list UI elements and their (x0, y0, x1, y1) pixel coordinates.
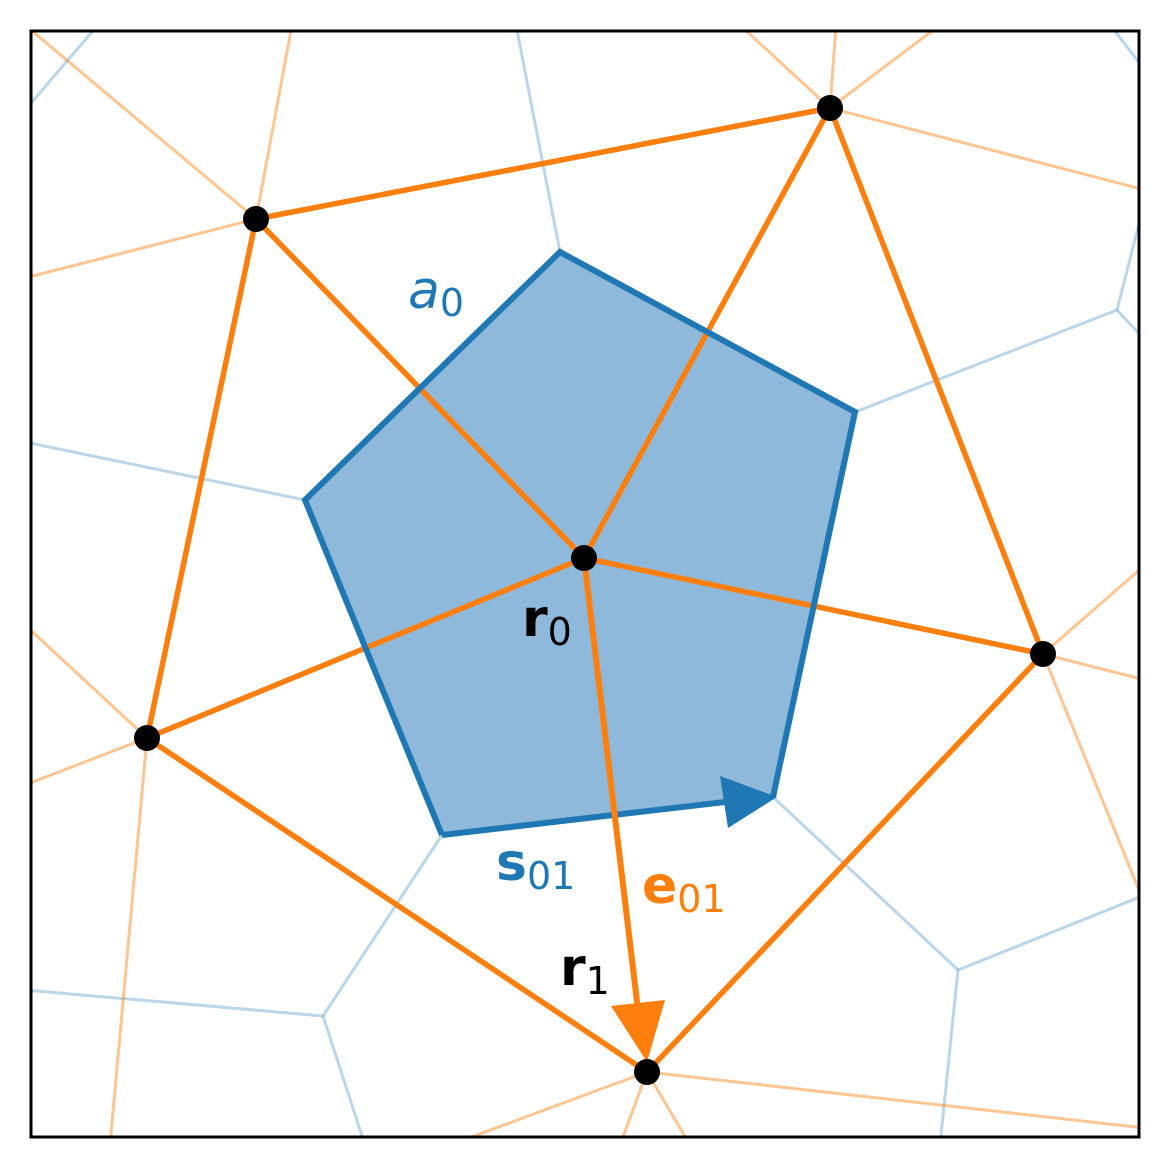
label-a0: a0 (408, 261, 464, 325)
e01-vector (581, 557, 641, 1011)
voronoi-edge (1115, 217, 1139, 311)
point-r1 (634, 1059, 660, 1085)
delaunay-edge (1042, 568, 1139, 656)
label-s01-sub: 01 (527, 854, 575, 898)
s01-vector (441, 799, 726, 838)
label-r1-main: r (560, 938, 586, 998)
label-a0-main: a (408, 261, 440, 321)
delaunay-edge (253, 105, 833, 222)
delaunay-edge (829, 106, 1139, 190)
label-r1: r1 (560, 938, 610, 1003)
delaunay-edge (31, 217, 257, 279)
voronoi-edge (321, 834, 444, 1017)
delaunay-edge (467, 1070, 648, 1137)
delaunay-background-edges (31, 31, 1139, 1137)
label-r0: r0 (522, 589, 572, 654)
delaunay-edge (254, 31, 293, 220)
point (1030, 641, 1056, 667)
label-r0-sub: 0 (548, 610, 572, 654)
label-s01: s01 (496, 833, 575, 898)
point (817, 95, 843, 121)
delaunay-edge (744, 31, 832, 110)
point (243, 206, 269, 232)
delaunay-edge (1041, 653, 1139, 895)
delaunay-edge (31, 628, 149, 740)
delaunay-edge (644, 651, 1046, 1075)
voronoi-edge (939, 969, 960, 1137)
voronoi-edge (1115, 308, 1139, 336)
delaunay-edge (144, 216, 259, 741)
plot-frame (29, 29, 1141, 1139)
voronoi-background-edges (31, 31, 1139, 1137)
label-e01-main: e (642, 856, 677, 916)
label-r0-main: r (522, 589, 548, 649)
points (134, 95, 1056, 1085)
delaunay-edge (109, 737, 149, 1137)
label-r1-sub: 1 (586, 959, 610, 1003)
delaunay-edge (828, 31, 838, 109)
point (134, 725, 160, 751)
delaunay-edge (645, 1071, 688, 1137)
label-s01-main: s (496, 833, 527, 893)
voronoi-edge (31, 31, 95, 106)
voronoi-edge (957, 895, 1139, 972)
voronoi-cell-outline (301, 248, 859, 837)
voronoi-edge (854, 308, 1118, 414)
label-e01: e01 (642, 856, 726, 921)
delaunay-edge (829, 31, 935, 110)
voronoi-edge (31, 989, 324, 1018)
label-e01-sub: 01 (677, 877, 725, 921)
voronoi-edge (321, 1015, 364, 1137)
point-r0 (571, 545, 597, 571)
voronoi-edge (515, 31, 562, 253)
label-a0-sub: 0 (440, 281, 464, 325)
s01-arrowhead (720, 776, 777, 828)
delaunay-edge (144, 735, 650, 1075)
e01-arrowhead (611, 1000, 665, 1062)
voronoi-edge (31, 441, 306, 502)
delaunay-edge (31, 736, 148, 785)
voronoi-cell-fill (305, 252, 855, 835)
delaunay-edge (31, 31, 257, 221)
delaunay-edge (827, 105, 1046, 657)
voronoi-edge (771, 795, 960, 972)
delaunay-edge (1042, 652, 1139, 681)
delaunay-edge (646, 1070, 1139, 1129)
